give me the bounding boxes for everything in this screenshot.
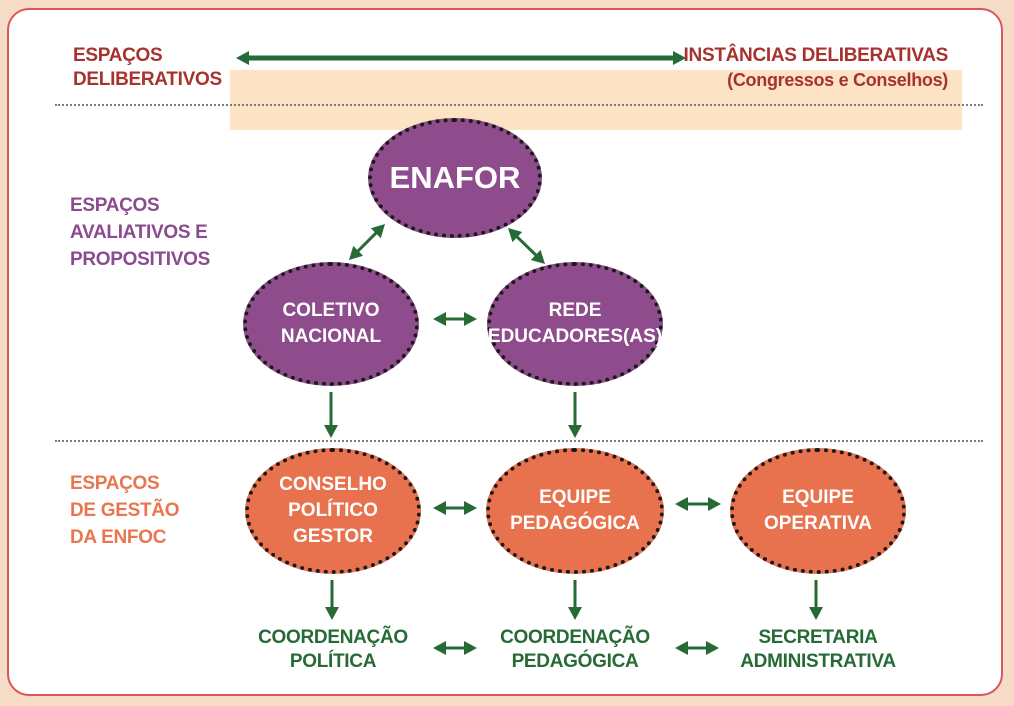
enafor-node: ENAFOR	[368, 118, 542, 238]
rede-equipe-arrow-head	[568, 425, 582, 438]
enafor-coletivo-arrow-head	[349, 245, 364, 260]
deliberative-band	[230, 70, 962, 130]
divider-top	[55, 104, 983, 106]
coletivo-rede-arrow-head	[433, 312, 446, 326]
deliberative-arrow-head	[236, 51, 249, 65]
coordenacao-secretaria-arrow-head	[706, 641, 719, 655]
divider-middle	[55, 440, 983, 442]
enafor-coletivo-arrow	[355, 230, 379, 254]
evaluative-spaces-label: ESPAÇOS AVALIATIVOS E PROPOSITIVOS	[70, 195, 210, 270]
equipe-coordenacao-arrow-head	[568, 607, 582, 620]
deliberative-instances-label: INSTÂNCIAS DELIBERATIVAS (Congressos e C…	[683, 45, 949, 90]
deliberative-arrow-head	[673, 51, 686, 65]
equipe-operativa-arrow-head	[708, 497, 721, 511]
enafor-coletivo-arrow-head	[370, 224, 385, 239]
coordenacao-secretaria-arrow-head	[675, 641, 688, 655]
deliberative-spaces-label: ESPAÇOS DELIBERATIVOS	[73, 45, 222, 90]
conselho-coordenacao-arrow-head	[325, 607, 339, 620]
coordenacao-pair-arrow-head	[464, 641, 477, 655]
management-spaces-label: ESPAÇOS DE GESTÃO DA ENFOC	[70, 473, 180, 548]
enafor-rede-arrow-head	[508, 228, 523, 243]
equipe-operativa-arrow-head	[675, 497, 688, 511]
enafor-rede-arrow-head	[530, 249, 545, 264]
coletivo-conselho-arrow-head	[324, 425, 338, 438]
enafor-rede-arrow	[514, 233, 539, 259]
operativa-secretaria-arrow-head	[809, 607, 823, 620]
coletivo-rede-arrow-head	[464, 312, 477, 326]
conselho-equipe-arrow-head	[433, 501, 446, 515]
coordenacao-pair-arrow-head	[433, 641, 446, 655]
conselho-equipe-arrow-head	[464, 501, 477, 515]
